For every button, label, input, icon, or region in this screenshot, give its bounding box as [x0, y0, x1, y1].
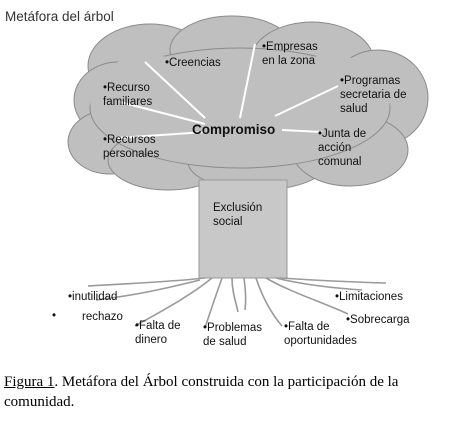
- root-label: •Limitaciones: [335, 291, 403, 303]
- crown-center-label: Compromiso: [192, 122, 276, 137]
- branch-label: •Recursos personales: [103, 134, 160, 160]
- figure-caption: Figura 1. Metáfora del Árbol construida …: [4, 372, 448, 412]
- tree-roots: [87, 277, 387, 329]
- trunk-label: Exclusión social: [213, 202, 263, 228]
- branch-label: •Empresas en la zona: [262, 41, 318, 67]
- branch-label: •Recurso familiares: [103, 82, 153, 108]
- diagram-title: Metáfora del árbol: [5, 9, 114, 24]
- tree-drawing: [67, 15, 429, 329]
- figure-number: Figura 1: [4, 374, 55, 390]
- root-label: rechazo: [82, 311, 123, 323]
- root-label: •Problemas de salud: [203, 322, 262, 348]
- branch-label: •Creencias: [165, 57, 221, 69]
- tree-trunk: [198, 179, 288, 279]
- branch-label: •Programas secretaria de salud: [340, 75, 407, 115]
- root-label: •: [52, 310, 57, 322]
- branch-label: •Junta de acción comunal: [318, 128, 367, 168]
- root-label: •inutilidad: [68, 291, 118, 303]
- caption-text: . Metáfora del Árbol construida con la p…: [4, 374, 399, 410]
- branch-lines: [117, 43, 339, 139]
- root-label: •Sobrecarga: [346, 314, 410, 326]
- root-label: •Falta de oportunidades: [284, 321, 357, 347]
- root-label: •Falta de dinero: [135, 320, 181, 346]
